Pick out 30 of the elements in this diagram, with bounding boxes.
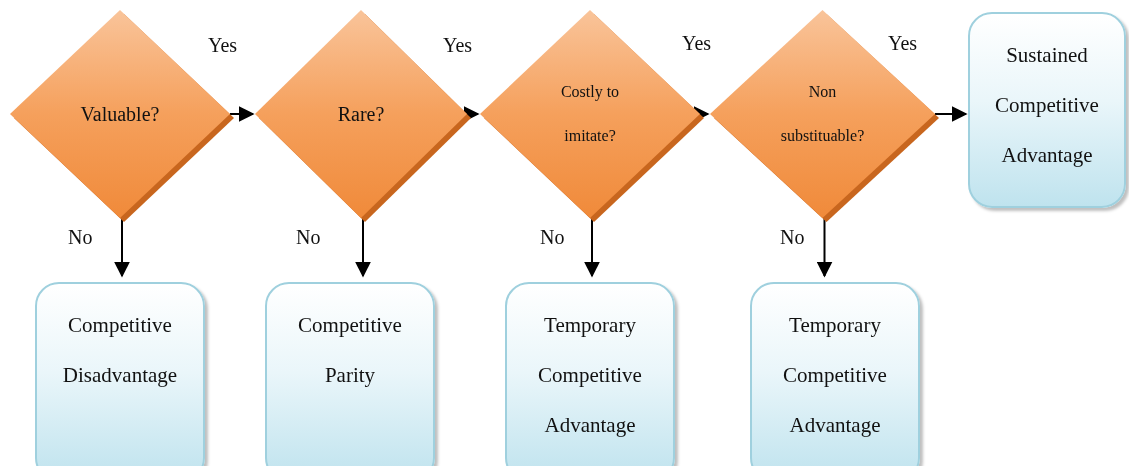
outcome-box <box>265 282 435 466</box>
decision-text: Valuable? <box>79 102 161 126</box>
decision-text: Non substituable? <box>779 82 866 146</box>
edge-label: Yes <box>888 32 918 55</box>
outcome-text: Temporary Competitive Advantage <box>537 312 643 439</box>
arrow <box>355 217 371 278</box>
arrow <box>934 106 968 122</box>
arrow <box>229 106 255 122</box>
outcome-text: Competitive Disadvantage <box>61 312 179 389</box>
arrow <box>584 217 600 278</box>
decision-text: Costly to imitate? <box>559 82 621 146</box>
edge-label: Yes <box>682 32 712 55</box>
edge-label: Yes <box>208 34 238 57</box>
outcome-text: Sustained Competitive Advantage <box>994 42 1100 169</box>
outcome-text: Temporary Competitive Advantage <box>782 312 888 439</box>
edge-label: No <box>540 226 565 249</box>
arrow <box>114 217 130 278</box>
outcome-box <box>505 282 675 466</box>
decision-text: Rare? <box>336 102 386 126</box>
edge-label: No <box>68 226 93 249</box>
arrow <box>816 217 833 278</box>
arrow <box>693 106 710 122</box>
edge-label: Yes <box>443 34 473 57</box>
arrow <box>463 106 480 122</box>
edge-label: No <box>780 226 805 249</box>
outcome-box <box>968 12 1126 208</box>
outcome-box <box>750 282 920 466</box>
outcome-box <box>35 282 205 466</box>
outcome-text: Competitive Parity <box>297 312 403 389</box>
edge-label: No <box>296 226 321 249</box>
